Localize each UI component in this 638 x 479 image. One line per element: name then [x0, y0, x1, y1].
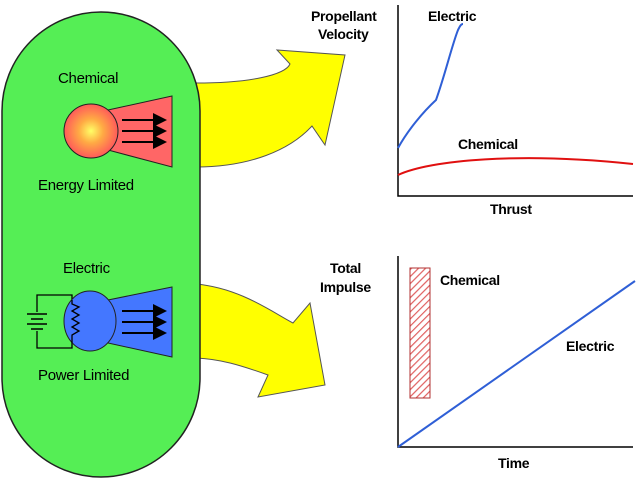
bottom-ylabel-line1: Total: [330, 260, 361, 276]
top-chart: [397, 5, 634, 197]
chemical-velocity-curve: [397, 157, 634, 176]
exhaust-arrows-icon: [122, 113, 167, 149]
circuit-wires: [36, 294, 73, 349]
bottom-chart: [397, 256, 636, 448]
top-ylabel-line2: Velocity: [318, 26, 369, 42]
electric-velocity-curve: [397, 23, 464, 149]
chemical-impulse-bar: [409, 267, 431, 399]
top-ylabel-line1: Propellant: [311, 8, 377, 24]
chemical-thruster: [63, 95, 173, 168]
bottom-xlabel: Time: [498, 455, 530, 471]
electric-title: Electric: [63, 260, 110, 277]
top-series-electric: Electric: [428, 8, 477, 24]
bottom-ylabel-line2: Impulse: [320, 279, 371, 295]
electric-caption: Power Limited: [38, 367, 130, 384]
chemical-title: Chemical: [58, 70, 119, 87]
top-series-chemical: Chemical: [458, 136, 518, 152]
battery-icon: [27, 313, 47, 330]
flow-arrow-icon: [195, 283, 326, 398]
chemical-caption: Energy Limited: [38, 177, 134, 194]
top-chart-axes: [397, 5, 633, 197]
flow-arrow-icon: [195, 49, 346, 168]
electric-impulse-line: [397, 280, 636, 448]
top-xlabel: Thrust: [490, 201, 532, 217]
bottom-series-chemical: Chemical: [440, 272, 500, 288]
flame-icon: [63, 103, 119, 159]
bottom-series-electric: Electric: [566, 338, 615, 354]
exhaust-arrows-icon: [122, 304, 167, 340]
electric-thruster: [27, 286, 173, 358]
resistor-icon: [70, 300, 81, 343]
